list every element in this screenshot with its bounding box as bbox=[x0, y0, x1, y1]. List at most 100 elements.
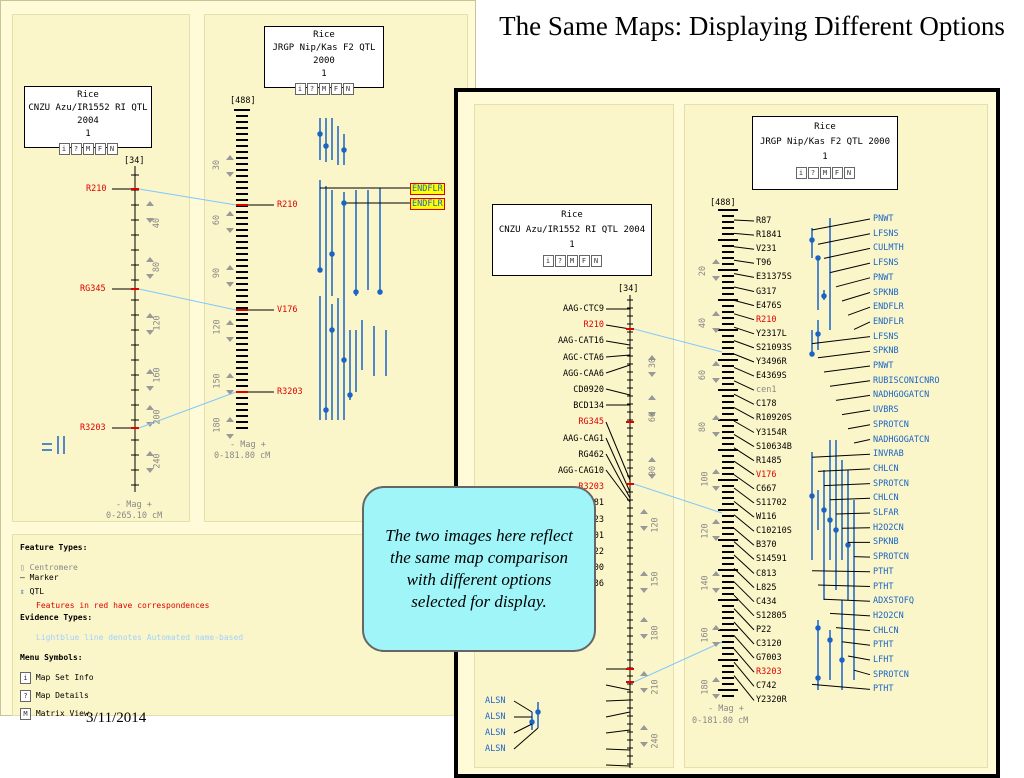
left-map2-marker-r210[interactable]: R210 bbox=[277, 200, 298, 210]
qtl-label[interactable]: SLFAR bbox=[873, 508, 899, 518]
left-map2-mag-control[interactable]: - Mag + bbox=[230, 440, 266, 450]
flip-map-button[interactable]: F bbox=[330, 83, 342, 95]
right-map2-marker[interactable]: S12805 bbox=[756, 610, 787, 621]
left-map1-marker-r3203[interactable]: R3203 bbox=[80, 423, 106, 433]
qtl-label[interactable]: H2O2CN bbox=[873, 522, 904, 533]
right-map2-marker[interactable]: V176 bbox=[756, 469, 777, 480]
qtl-label[interactable]: SPROTCN bbox=[873, 419, 909, 430]
right-map1-marker[interactable]: AAG-CAG1 bbox=[563, 433, 604, 444]
qtl-label-alsn[interactable]: ALSN bbox=[485, 728, 506, 738]
new-view-button[interactable]: N bbox=[843, 167, 855, 179]
right-map2-marker[interactable]: C10210S bbox=[756, 526, 792, 537]
qtl-label[interactable]: ADXSTOFQ bbox=[873, 596, 914, 607]
right-map2-marker[interactable]: Y3496R bbox=[756, 357, 787, 367]
qtl-label[interactable]: LFSNS bbox=[873, 258, 899, 269]
qtl-label-alsn[interactable]: ALSN bbox=[485, 744, 506, 754]
right-map2-marker[interactable]: R210 bbox=[756, 314, 777, 325]
right-map2-marker[interactable]: B370 bbox=[756, 540, 777, 551]
flip-map-button[interactable]: F bbox=[831, 167, 843, 179]
qtl-label-endflr[interactable]: ENDFLR bbox=[410, 198, 445, 210]
new-view-button[interactable]: N bbox=[106, 143, 118, 155]
qtl-label[interactable]: CHLCN bbox=[873, 493, 899, 504]
map-set-info-button[interactable]: i bbox=[795, 167, 807, 179]
right-map2-marker[interactable]: R10920S bbox=[756, 413, 792, 424]
right-map2-marker[interactable]: E31375S bbox=[756, 272, 792, 283]
right-map2-marker[interactable]: T96 bbox=[756, 258, 772, 269]
map-details-button[interactable]: ? bbox=[807, 167, 819, 179]
qtl-label[interactable]: UVBRS bbox=[873, 405, 899, 416]
flip-map-button[interactable]: F bbox=[578, 255, 590, 267]
qtl-label[interactable]: SPKNB bbox=[873, 537, 899, 548]
left-map1-marker-rg345[interactable]: RG345 bbox=[80, 284, 106, 294]
right-map1-marker[interactable]: AGG-CAG10 bbox=[557, 466, 604, 476]
right-map2-marker[interactable]: Y3154R bbox=[756, 427, 787, 438]
map-details-button[interactable]: ? bbox=[554, 255, 566, 267]
qtl-label[interactable]: LFHT bbox=[873, 655, 894, 665]
right-map1-marker[interactable]: AGC-CTA6 bbox=[563, 352, 604, 363]
right-map2-marker[interactable]: C813 bbox=[756, 568, 777, 579]
qtl-label[interactable]: PTHT bbox=[873, 684, 894, 695]
qtl-label[interactable]: SPROTCN bbox=[873, 478, 909, 489]
qtl-label[interactable]: SPKNB bbox=[873, 346, 899, 357]
qtl-label[interactable]: NADHGOGATCN bbox=[873, 390, 930, 401]
qtl-label[interactable]: CHLCN bbox=[873, 463, 899, 474]
right-map1-marker[interactable]: RG345 bbox=[578, 417, 604, 428]
left-map1-marker-r210[interactable]: R210 bbox=[86, 184, 107, 194]
new-view-button[interactable]: N bbox=[342, 83, 354, 95]
right-map2-marker[interactable]: E476S bbox=[756, 300, 782, 311]
map-set-info-button[interactable]: i bbox=[58, 143, 70, 155]
left-map2-marker-r3203[interactable]: R3203 bbox=[277, 387, 303, 397]
qtl-label-alsn[interactable]: ALSN bbox=[485, 696, 506, 706]
qtl-label[interactable]: PNWT bbox=[873, 361, 894, 371]
right-map2-marker[interactable]: L825 bbox=[756, 582, 777, 593]
right-map2-marker[interactable]: S14591 bbox=[756, 554, 787, 565]
right-map2-marker[interactable]: S11702 bbox=[756, 498, 787, 508]
right-map1-marker[interactable]: AAG-CTC9 bbox=[563, 304, 604, 314]
qtl-label[interactable]: LFSNS bbox=[873, 331, 899, 342]
map-details-button[interactable]: ? bbox=[70, 143, 82, 155]
qtl-label[interactable]: CULMTH bbox=[873, 243, 904, 254]
right-map1-marker[interactable]: R3203 bbox=[578, 482, 604, 493]
qtl-label[interactable]: SPKNB bbox=[873, 287, 899, 298]
right-map1-marker[interactable]: AAG-CAT16 bbox=[557, 336, 604, 347]
qtl-label-alsn[interactable]: ALSN bbox=[485, 712, 506, 722]
qtl-label[interactable]: LFSNS bbox=[873, 228, 899, 239]
matrix-view-button[interactable]: M bbox=[819, 167, 831, 179]
new-view-button[interactable]: N bbox=[590, 255, 602, 267]
matrix-view-button[interactable]: M bbox=[566, 255, 578, 267]
right-map2-marker[interactable]: P22 bbox=[756, 624, 772, 635]
right-map2-marker[interactable]: R1841 bbox=[756, 230, 782, 241]
left-map1-mag-control[interactable]: - Mag + bbox=[116, 500, 152, 510]
right-map2-marker[interactable]: S21093S bbox=[756, 342, 792, 353]
right-map2-marker[interactable]: S10634B bbox=[756, 441, 792, 452]
qtl-label-endflr[interactable]: ENDFLR bbox=[410, 183, 445, 195]
right-map1-marker[interactable]: AGG-CAA6 bbox=[563, 368, 604, 379]
right-map2-marker[interactable]: C742 bbox=[756, 681, 777, 692]
right-map1-marker[interactable]: RG462 bbox=[578, 449, 604, 460]
qtl-label[interactable]: SPROTCN bbox=[873, 669, 909, 680]
qtl-label[interactable]: ENDFLR bbox=[873, 316, 904, 327]
right-map2-mag-control[interactable]: - Mag + bbox=[708, 704, 744, 714]
right-map2-marker[interactable]: cen1 bbox=[756, 385, 777, 396]
right-map2-marker[interactable]: R1485 bbox=[756, 455, 782, 466]
qtl-label[interactable]: PTHT bbox=[873, 640, 894, 651]
right-map2-marker[interactable]: C667 bbox=[756, 483, 777, 494]
qtl-label[interactable]: H2O2CN bbox=[873, 610, 904, 621]
right-map1-marker[interactable]: BCD134 bbox=[573, 401, 604, 412]
right-map2-marker[interactable]: Y2320R bbox=[756, 695, 787, 706]
qtl-label[interactable]: RUBISCONICNRO bbox=[873, 375, 940, 386]
map-set-info-button[interactable]: i bbox=[542, 255, 554, 267]
right-map2-marker[interactable]: C3120 bbox=[756, 639, 782, 649]
right-map1-marker[interactable]: CD0920 bbox=[573, 385, 604, 395]
qtl-label[interactable]: SPROTCN bbox=[873, 552, 909, 563]
right-map2-marker[interactable]: C434 bbox=[756, 596, 777, 607]
right-map1-marker[interactable]: R210 bbox=[583, 320, 604, 331]
flip-map-button[interactable]: F bbox=[94, 143, 106, 155]
right-map2-marker[interactable]: Y2317L bbox=[756, 328, 787, 339]
right-map2-marker[interactable]: R87 bbox=[756, 216, 772, 226]
right-map2-marker[interactable]: G7003 bbox=[756, 653, 782, 664]
qtl-label[interactable]: INVRAB bbox=[873, 449, 904, 460]
right-map2-marker[interactable]: R3203 bbox=[756, 667, 782, 678]
qtl-label[interactable]: PNWT bbox=[873, 272, 894, 283]
right-map2-marker[interactable]: V231 bbox=[756, 244, 777, 255]
